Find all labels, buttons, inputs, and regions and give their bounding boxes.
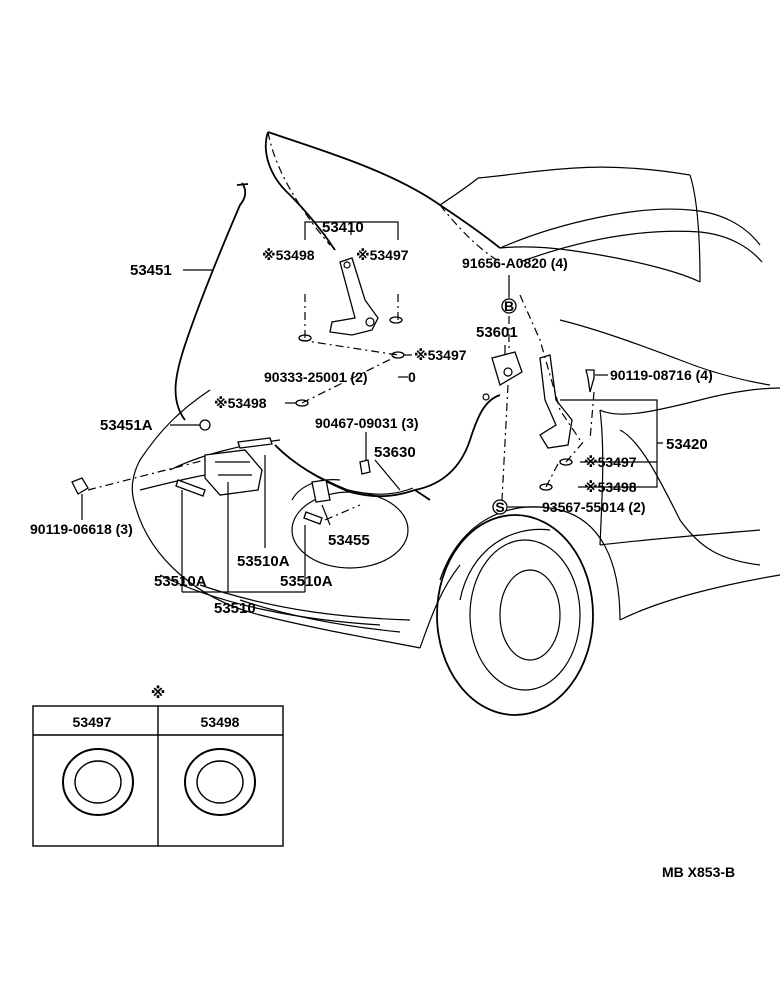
label-53510a-left: 53510A <box>154 573 207 590</box>
label-53510a-right: 53510A <box>280 573 333 590</box>
hood-hinge-right: S <box>492 354 595 515</box>
label-91656: 91656-A0820 (4) <box>462 255 568 271</box>
diagram-code: MB X853-B <box>662 864 735 880</box>
screw-mark: S <box>495 499 504 515</box>
label-53420: 53420 <box>666 436 708 453</box>
washer-53498-icon <box>184 748 256 816</box>
label-53510a-center: 53510A <box>237 553 290 570</box>
label-53497-right: ※53497 <box>584 454 637 470</box>
bracket-lines <box>81 221 663 593</box>
label-90333-mark: 0 <box>408 369 416 385</box>
washer-table: ※ 53497 53498 <box>32 684 284 847</box>
label-53497-top: ※53497 <box>356 247 409 263</box>
release-cable <box>274 393 501 501</box>
hood-support-rod <box>174 182 249 431</box>
label-53630: 53630 <box>374 444 416 461</box>
cushion-mark: B <box>504 298 514 314</box>
hood-latch <box>71 437 331 525</box>
label-90119-06618: 90119-06618 (3) <box>30 521 133 537</box>
table-mark: ※ <box>151 684 166 702</box>
hood-lock: B <box>491 298 523 386</box>
leader-lines <box>87 292 595 521</box>
label-93567: 93567-55014 (2) <box>542 499 646 515</box>
label-53498-mid: ※53498 <box>214 395 267 411</box>
label-90119-08716: 90119-08716 (4) <box>610 367 713 383</box>
label-53497-mid: ※53497 <box>414 347 467 363</box>
label-53498-left: ※53498 <box>262 247 315 263</box>
label-53410: 53410 <box>322 219 364 236</box>
table-header-53497: 53497 <box>73 714 112 730</box>
label-53601: 53601 <box>476 324 518 341</box>
label-53451: 53451 <box>130 262 172 279</box>
label-53510: 53510 <box>214 600 256 617</box>
label-53451a: 53451A <box>100 417 153 434</box>
label-90467: 90467-09031 (3) <box>315 415 419 431</box>
table-header-53498: 53498 <box>201 714 240 730</box>
car-body-outline <box>131 131 781 716</box>
label-53498-right: ※53498 <box>584 479 637 495</box>
label-53455: 53455 <box>328 532 370 549</box>
part-labels: 53410 ※53498 ※53497 53451 91656-A0820 (4… <box>30 219 713 617</box>
washer-53497-icon <box>62 748 134 816</box>
label-90333: 90333-25001 (2) <box>264 369 368 385</box>
